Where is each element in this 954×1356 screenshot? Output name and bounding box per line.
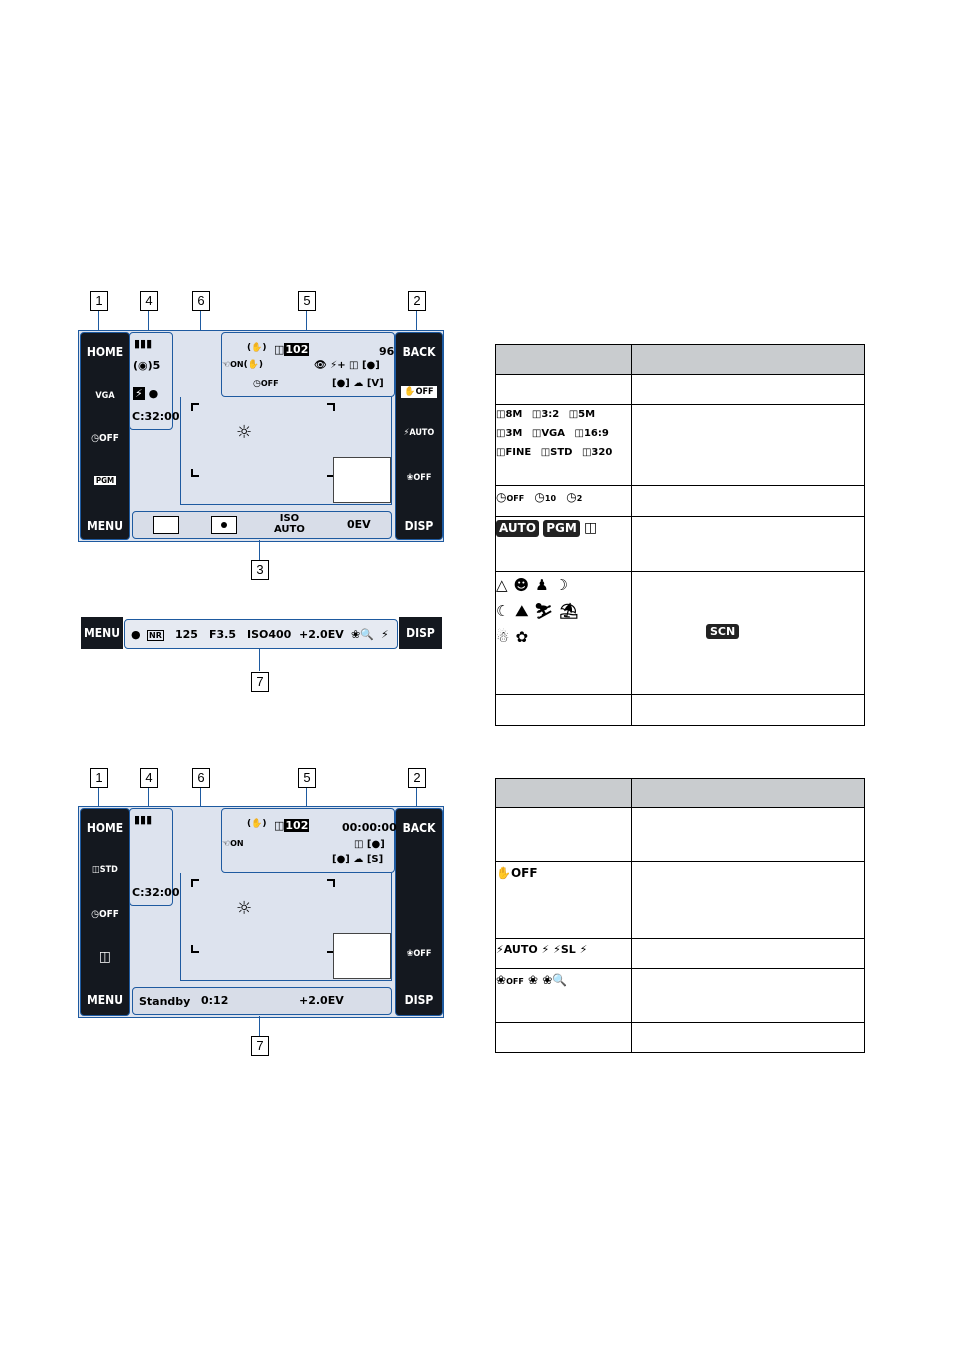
rec-mode-icons: AUTO PGM ◫ — [495, 516, 632, 572]
panel-battery-remaining: ▮▮▮ (◉)5 ⚡ ● C:32:00 — [129, 332, 180, 430]
menu-button[interactable]: MENU — [87, 519, 123, 533]
callout-1b: 1 — [90, 768, 108, 788]
callout-4: 4 — [140, 291, 158, 311]
callout-5b: 5 — [298, 768, 316, 788]
redeye-flash-icons: 👁 ⚡+ ◫ [●] — [314, 360, 380, 371]
image-size-vga-icon[interactable]: VGA — [95, 391, 115, 401]
back-button-movie[interactable]: BACK — [402, 821, 436, 835]
left-function-bar: HOME VGA ◷OFF PGM MENU — [80, 332, 130, 540]
memory-folder-icon-movie: ◫102 — [274, 819, 310, 832]
left-function-bar-movie: HOME ◫STD ◷OFF ◫ MENU — [80, 808, 130, 1016]
self-timer-off-small-icon: ◷OFF — [253, 379, 279, 389]
af-illuminator-on-icon: ☜ON(✋) — [222, 360, 264, 370]
recording-timecode: 00:00:00 — [342, 821, 397, 834]
callout-2: 2 — [408, 291, 426, 311]
callout-2b: 2 — [408, 768, 426, 788]
remaining-count: 96 — [379, 345, 395, 358]
battery-warning-icon-movie: ☼ — [236, 898, 253, 919]
panel-status-icons-movie: (✋) ◫102 00:00:00 ☜ON ◫ [●] [●] ☁ [S] — [221, 808, 397, 873]
battery-icon-movie: ▮▮▮ — [134, 813, 153, 826]
self-timer-icons: ◷OFF ◷10 ◷2 — [495, 485, 632, 517]
battery-icon: ▮▮▮ — [134, 337, 153, 350]
histogram-movie — [333, 933, 391, 979]
macro-mode-icons: ❀OFF ❀ ❀🔍 — [495, 968, 632, 1023]
touch-off-icon-table: ✋OFF — [495, 861, 632, 939]
callout-3: 3 — [251, 560, 269, 580]
movie-size-std-icon[interactable]: ◫STD — [92, 865, 118, 875]
flash-auto-icon[interactable]: ⚡AUTO — [403, 428, 435, 438]
panel-af-frame-area-movie — [180, 873, 392, 981]
menu-button-movie[interactable]: MENU — [87, 993, 123, 1007]
af-metering-icons-movie: ◫ [●] — [354, 839, 385, 850]
steadyshot-icon: (✋) — [247, 343, 267, 353]
callout-5: 5 — [298, 291, 316, 311]
remaining-capacity: C:32:00 — [132, 410, 180, 423]
metering-whitebalance-icons: [●] ☁ [V] — [332, 378, 384, 389]
iso-value: ISO400 — [247, 628, 292, 641]
right-function-bar: BACK ✋OFF ⚡AUTO ❀OFF DISP — [395, 332, 443, 540]
battery-warning-icon: ☼ — [236, 422, 253, 443]
camera-screen-still: HOME VGA ◷OFF PGM MENU BACK ✋OFF ⚡AUTO ❀… — [78, 330, 444, 542]
ev-value: +2.0EV — [299, 628, 344, 641]
strip-menu-button[interactable]: MENU — [84, 626, 120, 640]
nr-icon: NR — [147, 630, 164, 641]
flash-icon: ⚡ — [381, 628, 389, 641]
recordable-images-icon: (◉)5 — [133, 359, 161, 372]
bottom-status-bar-movie: Standby 0:12 +2.0EV — [132, 987, 392, 1015]
callout-7: 7 — [251, 672, 269, 692]
info-strip: MENU ● NR 125 F3.5 ISO400 +2.0EV ❀🔍 ⚡ DI… — [81, 617, 442, 649]
macro-off-icon-movie[interactable]: ❀OFF — [406, 949, 432, 959]
right-function-bar-movie: BACK ❀OFF DISP — [395, 808, 443, 1016]
macro-off-icon[interactable]: ❀OFF — [406, 473, 432, 483]
home-button-movie[interactable]: HOME — [86, 821, 124, 835]
aperture-value: F3.5 — [209, 628, 237, 641]
ev-value-movie: +2.0EV — [299, 994, 344, 1007]
flash-mode-icons: ⚡AUTO ⚡ ⚡SL ⚡ — [495, 938, 632, 969]
rec-dot-icon: ● — [131, 628, 141, 641]
rec-mode-pgm-icon[interactable]: PGM — [93, 476, 117, 485]
af-range-icon[interactable] — [153, 516, 179, 534]
image-size-icons: ◫8M ◫3:2 ◫5M ◫3M ◫VGA ◫16:9 ◫FINE ◫STD ◫… — [495, 404, 632, 486]
macro-zoom-icon: ❀🔍 — [351, 628, 374, 641]
scene-mode-icons: △☻♟☽ ☾⛰⛷⛱ ☃✿ — [495, 571, 632, 695]
panel-af-frame-area — [180, 397, 392, 505]
shutter-speed: 125 — [175, 628, 198, 641]
panel-status-icons: (✋) ◫102 96 ☜ON(✋) 👁 ⚡+ ◫ [●] ◷OFF [●] ☁… — [221, 332, 395, 397]
icon-table-left-bar: ◫8M ◫3:2 ◫5M ◫3M ◫VGA ◫16:9 ◫FINE ◫STD ◫… — [495, 344, 865, 726]
ev-setting[interactable]: 0EV — [347, 518, 371, 531]
memory-folder-icon: ◫102 — [274, 343, 310, 356]
self-timer-off-icon[interactable]: ◷OFF — [91, 433, 119, 444]
panel-battery-remaining-movie: ▮▮▮ C:32:00 — [129, 808, 180, 906]
histogram — [333, 457, 391, 503]
recording-time: 0:12 — [201, 994, 229, 1007]
whitebalance-icons-movie: [●] ☁ [S] — [332, 854, 384, 865]
callout-1: 1 — [90, 291, 108, 311]
steadyshot-icon-movie: (✋) — [247, 819, 267, 829]
touch-off-icon[interactable]: ✋OFF — [396, 383, 442, 398]
scn-badge: SCN — [706, 624, 740, 639]
strip-values: ● NR 125 F3.5 ISO400 +2.0EV ❀🔍 ⚡ — [124, 619, 398, 649]
icon-table-right-bar: ✋OFF ⚡AUTO ⚡ ⚡SL ⚡ ❀OFF ❀ ❀🔍 — [495, 778, 865, 1053]
disp-button-movie[interactable]: DISP — [404, 993, 434, 1007]
callout-7b: 7 — [251, 1036, 269, 1056]
self-timer-off-icon-movie[interactable]: ◷OFF — [91, 909, 119, 920]
af-illuminator-on-icon-movie: ☜ON — [222, 839, 244, 849]
callout-6: 6 — [192, 291, 210, 311]
camera-screen-movie: HOME ◫STD ◷OFF ◫ MENU BACK ❀OFF DISP ▮▮▮… — [78, 806, 444, 1018]
back-button[interactable]: BACK — [402, 345, 436, 359]
movie-mode-icon[interactable]: ◫ — [99, 949, 111, 965]
callout-4b: 4 — [140, 768, 158, 788]
home-button[interactable]: HOME — [86, 345, 124, 359]
metering-mode-icon[interactable] — [211, 516, 237, 534]
recording-status: Standby — [139, 995, 191, 1008]
flash-charge-icon: ⚡ ● — [133, 387, 159, 400]
disp-button[interactable]: DISP — [404, 519, 434, 533]
strip-disp-button[interactable]: DISP — [406, 626, 435, 640]
callout-6b: 6 — [192, 768, 210, 788]
remaining-time: C:32:00 — [132, 886, 180, 899]
